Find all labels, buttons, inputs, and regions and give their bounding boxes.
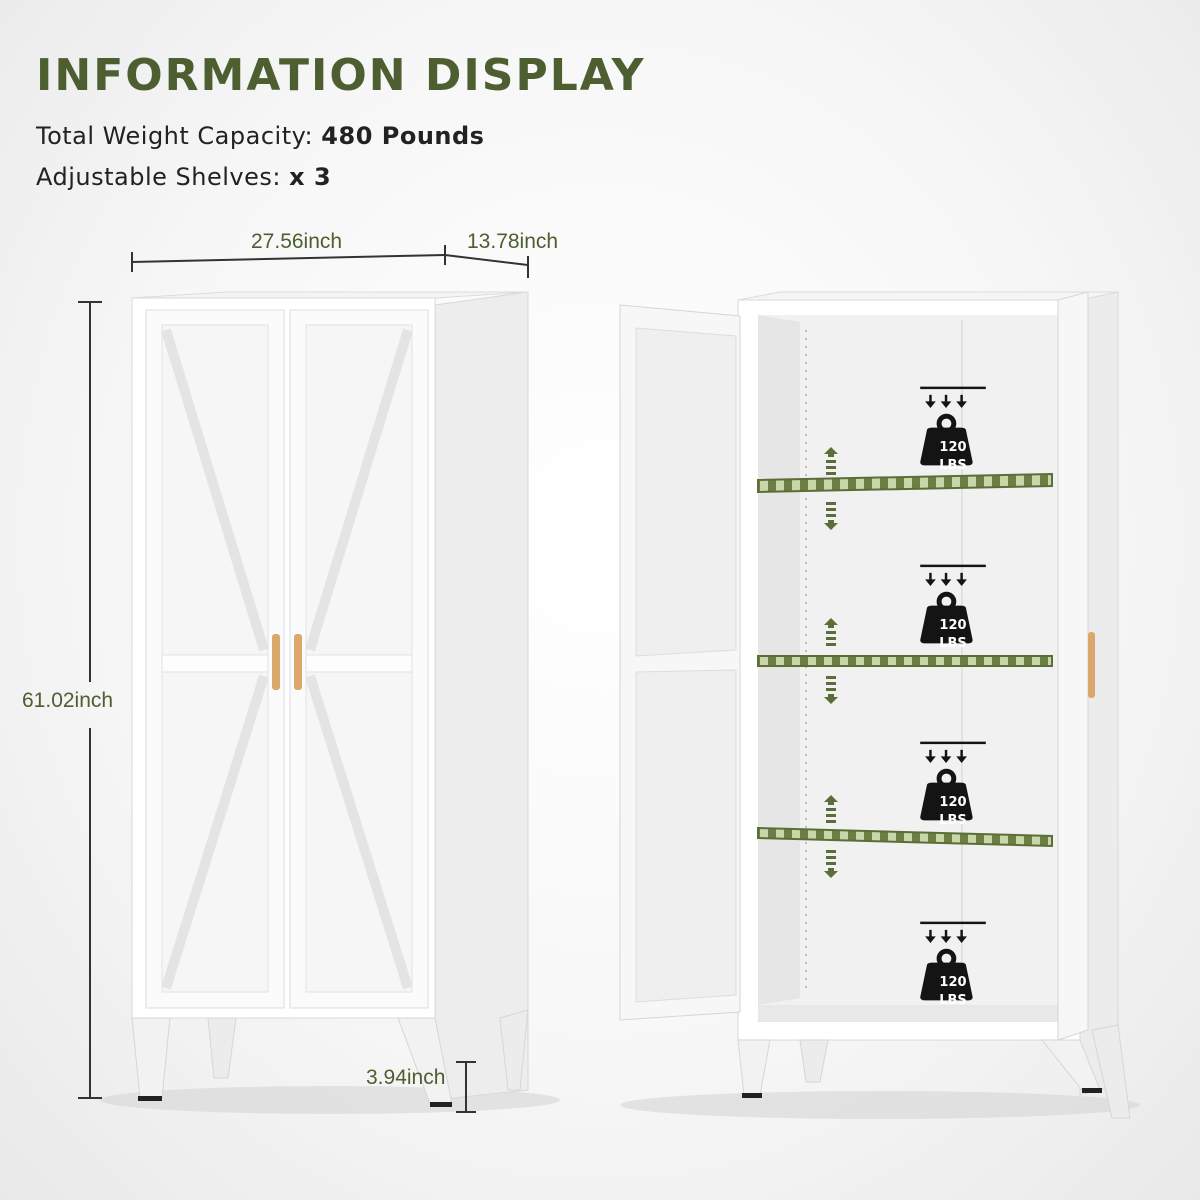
shelves-spec: Adjustable Shelves: x 3 xyxy=(36,163,331,191)
weight-number: 120 xyxy=(939,618,966,633)
leg-height-dimension: 3.94inch xyxy=(366,1066,446,1089)
dimension-lines xyxy=(78,245,529,1113)
weight-number: 120 xyxy=(939,975,966,990)
shelf-3 xyxy=(757,826,1053,848)
left-door-handle xyxy=(272,634,280,690)
page-title: INFORMATION DISPLAY xyxy=(36,50,646,101)
weight-capacity-label: Total Weight Capacity: xyxy=(36,122,314,150)
weight-number: 120 xyxy=(939,795,966,810)
open-cabinet xyxy=(619,291,1140,1119)
depth-dimension: 13.78inch xyxy=(467,230,559,253)
weight-unit: LBS xyxy=(939,636,967,651)
weight-unit: LBS xyxy=(939,458,967,473)
height-dimension: 61.02inch xyxy=(22,689,114,712)
shelf-1 xyxy=(757,472,1053,494)
weight-capacity-spec: Total Weight Capacity: 480 Pounds xyxy=(36,122,484,150)
weight-unit: LBS xyxy=(939,993,967,1008)
right-door-handle xyxy=(294,634,302,690)
width-dimension: 27.56inch xyxy=(251,230,343,253)
weight-unit: LBS xyxy=(939,813,967,828)
shelves-label: Adjustable Shelves: xyxy=(36,163,281,191)
weight-capacity-value: 480 Pounds xyxy=(321,122,485,150)
open-door-handle xyxy=(1088,632,1095,698)
weight-number: 120 xyxy=(939,440,966,455)
shelf-2 xyxy=(757,655,1053,667)
closed-cabinet xyxy=(100,291,560,1114)
shelves-value: x 3 xyxy=(289,163,332,191)
